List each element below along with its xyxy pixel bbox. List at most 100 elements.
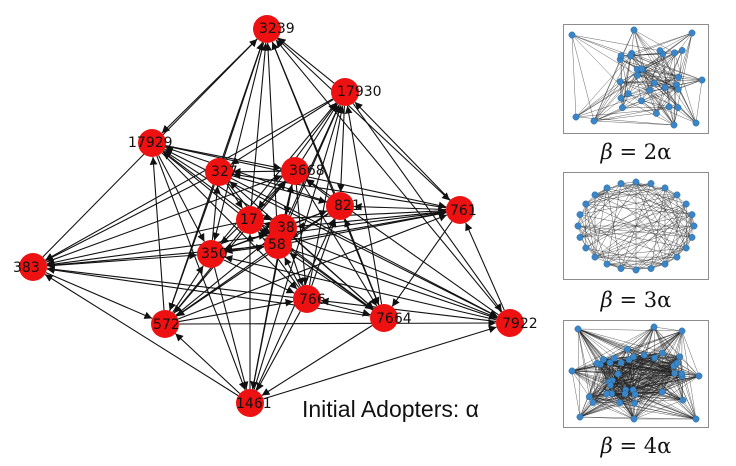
thumbnail-node bbox=[679, 396, 687, 404]
thumbnail-edge bbox=[592, 391, 663, 403]
thumbnail-node bbox=[614, 370, 622, 378]
node-circle bbox=[253, 15, 281, 43]
thumbnail-edge bbox=[594, 194, 666, 265]
node-label: 327 bbox=[211, 164, 238, 180]
thumbnail-edge bbox=[653, 326, 700, 377]
thumbnail-edge bbox=[585, 194, 678, 249]
thumbnail-node bbox=[638, 97, 645, 105]
thumbnail-edge bbox=[612, 380, 683, 401]
thumbnail-edge bbox=[656, 89, 679, 114]
thumbnail-edge bbox=[619, 402, 635, 420]
thumbnail-edge bbox=[609, 373, 675, 383]
graph-edge bbox=[283, 104, 340, 233]
thumbnail-edge bbox=[575, 50, 683, 118]
thumbnail-edge bbox=[630, 52, 675, 57]
thumbnail-node bbox=[661, 184, 669, 192]
thumbnail-edge bbox=[571, 370, 610, 383]
thumbnail-node bbox=[665, 103, 673, 111]
graph-edge bbox=[253, 105, 343, 390]
graph-node: 3239 bbox=[253, 15, 295, 43]
node-circle bbox=[331, 78, 359, 106]
thumbnail-edge bbox=[637, 75, 677, 85]
thumbnail-edge bbox=[600, 364, 626, 391]
thumbnail-edge bbox=[571, 370, 581, 418]
thumbnail-edge bbox=[585, 183, 652, 205]
thumbnail-edge bbox=[610, 362, 678, 386]
graph-edge bbox=[168, 185, 215, 311]
graph-edge bbox=[311, 219, 337, 286]
thumbnail-edge bbox=[606, 263, 652, 269]
thumbnail-edge bbox=[609, 373, 682, 383]
node-circle bbox=[281, 157, 309, 185]
graph-edge bbox=[276, 38, 451, 201]
thumbnail-edge bbox=[621, 362, 683, 401]
graph-edge bbox=[295, 184, 309, 286]
thumbnail-edge bbox=[579, 214, 693, 238]
graph-edge bbox=[277, 37, 335, 84]
thumbnail-edge bbox=[571, 34, 703, 81]
graph-edge bbox=[45, 272, 153, 319]
thumbnail-edge bbox=[603, 355, 645, 360]
thumbnail-node bbox=[682, 244, 690, 252]
thumbnail-edge bbox=[609, 381, 663, 393]
thumbnail-edge bbox=[594, 187, 666, 196]
thumbnail-edge bbox=[620, 81, 679, 90]
thumbnail-edge bbox=[681, 330, 700, 377]
thumbnail-edge bbox=[620, 55, 697, 124]
thumbnail-edge bbox=[577, 328, 615, 359]
thumbnail-node bbox=[582, 200, 590, 208]
thumbnail-edge bbox=[593, 100, 642, 122]
thumbnail-edge bbox=[589, 363, 598, 397]
thumbnail-node bbox=[647, 265, 655, 272]
thumbnail-node bbox=[600, 356, 607, 363]
thumbnail-edge bbox=[619, 376, 683, 403]
thumbnail-edge bbox=[579, 181, 637, 215]
beta-symbol: β bbox=[600, 288, 613, 312]
graph-node: 761 bbox=[446, 196, 477, 224]
graph-edge bbox=[284, 257, 301, 287]
node-label: 17 bbox=[240, 212, 258, 228]
thumbnail-node bbox=[661, 84, 669, 91]
thumbnail-edge bbox=[592, 373, 682, 403]
thumbnail-edge bbox=[614, 356, 680, 359]
thumbnail-node bbox=[603, 184, 611, 192]
node-label: 766 bbox=[299, 292, 326, 308]
graph-node: 3668 bbox=[281, 157, 325, 185]
graph-node: 17929 bbox=[128, 129, 173, 157]
graph-edge bbox=[302, 103, 338, 160]
thumbnail-node bbox=[617, 265, 625, 272]
thumbnail-node bbox=[676, 353, 684, 361]
thumbnail-edge bbox=[579, 183, 652, 238]
graph-edge bbox=[301, 182, 378, 307]
label-beta-3alpha: β = 3α bbox=[563, 288, 709, 312]
thumbnail-edge bbox=[589, 396, 620, 403]
thumbnail-node bbox=[651, 354, 659, 362]
thumbnail-edge bbox=[644, 355, 675, 374]
thumbnail-edge bbox=[579, 187, 608, 238]
thumbnail-nodes bbox=[568, 323, 703, 423]
thumbnail-node bbox=[591, 253, 599, 261]
thumbnail-node bbox=[603, 260, 611, 268]
graph-edge bbox=[230, 99, 334, 165]
graph-edge bbox=[46, 245, 265, 269]
thumbnail-node bbox=[632, 178, 640, 186]
graph-edge bbox=[161, 152, 298, 290]
thumbnail-edge bbox=[571, 34, 595, 122]
graph-edge bbox=[263, 221, 272, 229]
thumbnail-edge bbox=[612, 362, 678, 381]
thumbnail-edge bbox=[695, 79, 703, 124]
thumbnail-edge bbox=[594, 187, 608, 258]
thumbnail-edge bbox=[620, 52, 675, 82]
thumbnail-edge bbox=[579, 402, 620, 418]
thumbnail-node bbox=[617, 52, 625, 60]
caption-initial-adopters: Initial Adopters: α bbox=[302, 396, 479, 422]
beta-symbol: β bbox=[600, 434, 613, 458]
thumbnail-edge bbox=[624, 355, 645, 394]
thumbnail-edge bbox=[635, 203, 687, 271]
node-circle bbox=[138, 129, 166, 157]
thumbnail-node bbox=[590, 117, 598, 125]
thumbnail-edge bbox=[681, 330, 697, 420]
thumbnail-edge bbox=[606, 357, 655, 394]
thumbnail-edge bbox=[635, 373, 675, 395]
thumbnail-edge bbox=[635, 391, 663, 395]
